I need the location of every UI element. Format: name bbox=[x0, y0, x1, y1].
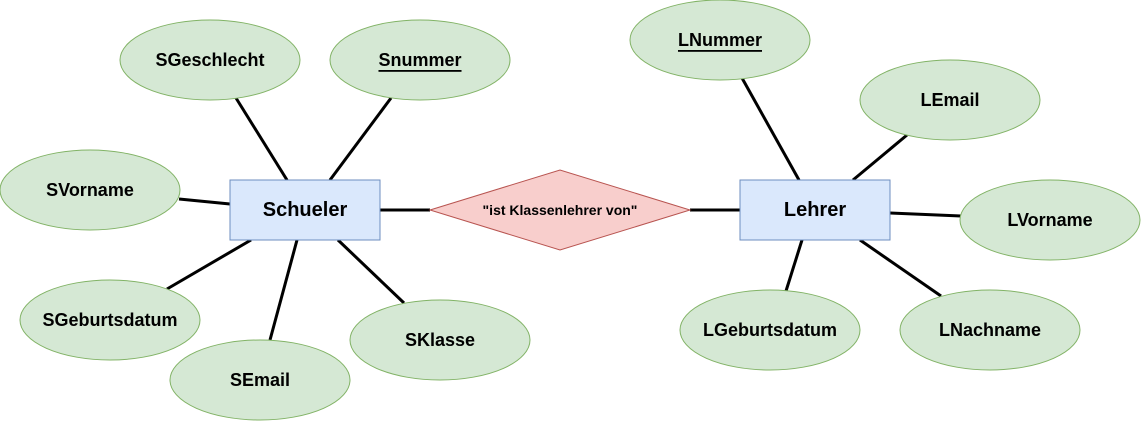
relationship-diamond bbox=[428, 169, 692, 251]
attribute-label: SEmail bbox=[230, 370, 290, 390]
attribute-ellipse bbox=[629, 0, 811, 81]
attribute-ellipse bbox=[679, 289, 861, 371]
connector-schueler-sklasse bbox=[336, 238, 406, 305]
entity-label: Schueler bbox=[263, 199, 348, 221]
entity-schueler[interactable]: Schueler bbox=[229, 179, 381, 241]
entity-box bbox=[229, 179, 381, 241]
attribute-label: SGeburtsdatum bbox=[42, 310, 177, 330]
attribute-ellipse bbox=[959, 179, 1141, 261]
attribute-label: SVorname bbox=[46, 180, 134, 200]
connector-schueler-sgeburtsdatum bbox=[166, 238, 252, 291]
primary-key-label: LNummer bbox=[678, 30, 762, 50]
connector-lehrer-lemail bbox=[852, 133, 908, 182]
attribute-lemail[interactable]: LEmail bbox=[859, 59, 1041, 141]
entity-box bbox=[739, 179, 891, 241]
attribute-label: LGeburtsdatum bbox=[703, 320, 837, 340]
connectors bbox=[166, 77, 962, 341]
connector-lehrer-lnachname bbox=[859, 238, 942, 298]
attribute-ellipse bbox=[0, 149, 181, 231]
attribute-ellipse bbox=[859, 59, 1041, 141]
attribute-ellipse bbox=[349, 299, 531, 381]
entity-label: Lehrer bbox=[784, 199, 846, 221]
attribute-ellipse bbox=[119, 19, 301, 101]
attribute-sgeschlecht[interactable]: SGeschlecht bbox=[119, 19, 301, 101]
attribute-ellipse bbox=[19, 279, 201, 361]
attribute-semail[interactable]: SEmail bbox=[169, 339, 351, 421]
connector-schueler-sgeschlecht bbox=[234, 97, 289, 181]
connector-schueler-svorname bbox=[178, 197, 231, 206]
connector-schueler-snummer bbox=[328, 97, 393, 181]
attribute-sgeburtsdatum[interactable]: SGeburtsdatum bbox=[19, 279, 201, 361]
attribute-ellipse bbox=[899, 289, 1081, 371]
primary-key-label: Snummer bbox=[378, 50, 461, 70]
attribute-lnachname[interactable]: LNachname bbox=[899, 289, 1081, 371]
relationship-ist-klassenlehrer-von[interactable]: "ist Klassenlehrer von" bbox=[428, 169, 692, 251]
connector-lehrer-lnummer bbox=[740, 77, 801, 181]
entity-lehrer[interactable]: Lehrer bbox=[739, 179, 891, 241]
attribute-label: LNachname bbox=[939, 320, 1041, 340]
attribute-label: SKlasse bbox=[405, 330, 475, 350]
attribute-lnummer[interactable]: LNummer bbox=[629, 0, 811, 81]
attribute-ellipse bbox=[329, 19, 511, 101]
attribute-snummer[interactable]: Snummer bbox=[329, 19, 511, 101]
attribute-label: LVorname bbox=[1007, 210, 1092, 230]
attribute-sklasse[interactable]: SKlasse bbox=[349, 299, 531, 381]
attribute-svorname[interactable]: SVorname bbox=[0, 149, 181, 231]
attribute-lgeburtsdatum[interactable]: LGeburtsdatum bbox=[679, 289, 861, 371]
attribute-label: LEmail bbox=[920, 90, 979, 110]
connector-schueler-semail bbox=[268, 239, 299, 341]
attribute-ellipse bbox=[169, 339, 351, 421]
attribute-lvorname[interactable]: LVorname bbox=[959, 179, 1141, 261]
connector-lehrer-lgeburtsdatum bbox=[784, 239, 804, 292]
relationship-label: "ist Klassenlehrer von" bbox=[483, 202, 638, 218]
attribute-label: SGeschlecht bbox=[155, 50, 264, 70]
connector-lehrer-lvorname bbox=[889, 211, 962, 218]
